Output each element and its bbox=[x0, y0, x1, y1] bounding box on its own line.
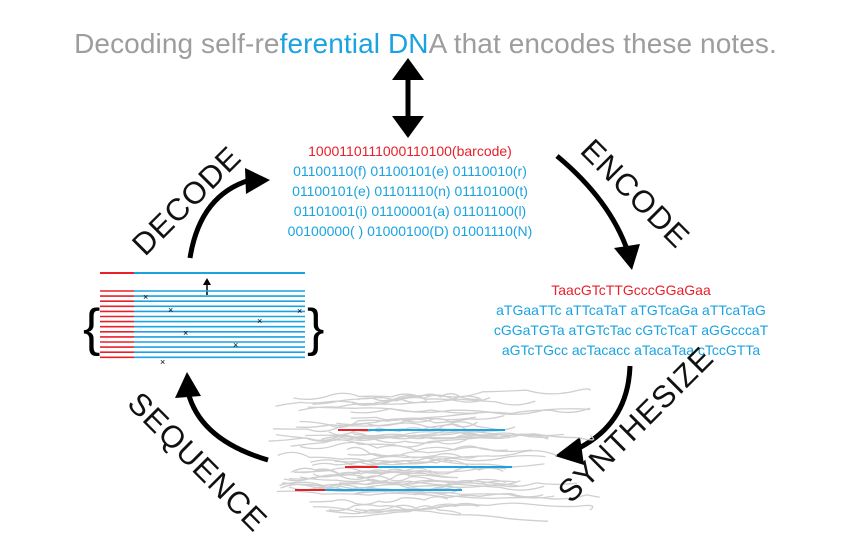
binary-line: 01100101(e) 01101110(n) 01110100(t) bbox=[292, 183, 528, 199]
oligo-strand bbox=[273, 412, 478, 433]
oligo-strand bbox=[294, 467, 507, 474]
oligo-strand bbox=[348, 449, 557, 467]
dna-barcode: TaacGTcTTGcccGGaGaa bbox=[551, 282, 711, 298]
oligo-strand bbox=[290, 467, 436, 482]
left-brace-icon: { bbox=[83, 299, 100, 357]
binary-line: 00100000( ) 01000100(D) 01001110(N) bbox=[287, 223, 533, 239]
oligo-strand bbox=[346, 446, 479, 459]
encode-arrow-icon bbox=[555, 154, 640, 270]
oligo-strand bbox=[276, 490, 555, 499]
oligo-strand bbox=[279, 481, 545, 491]
binary-barcode: 1000110111000110100(barcode) bbox=[308, 143, 512, 159]
oligo-strand bbox=[289, 480, 518, 491]
binary-line: 01100110(f) 01100101(e) 01110010(r) bbox=[293, 163, 527, 179]
title-prefix: Decoding self-re bbox=[74, 28, 280, 59]
sequencing-reads: × × × × × × × { } bbox=[83, 272, 324, 367]
oligo-strand bbox=[280, 483, 461, 495]
oligo-strand bbox=[354, 490, 600, 500]
dna-line: aTGaaTTc aTTcaTaT aTGTcaGa aTTcaTaG bbox=[496, 302, 766, 318]
dna-line: aGTcTGcc acTacacc aTacaTaa cTccGTTa bbox=[501, 342, 761, 358]
oligo-strand bbox=[275, 398, 428, 407]
oligo-strand bbox=[299, 476, 518, 487]
oligo-strand bbox=[350, 407, 591, 415]
error-mark-icon: × bbox=[297, 306, 302, 316]
error-mark-icon: × bbox=[160, 357, 165, 367]
oligo-strand bbox=[290, 435, 498, 448]
oligo-strand bbox=[312, 469, 459, 479]
title-suffix: A that encodes these notes. bbox=[428, 28, 777, 59]
oligo-strand bbox=[309, 496, 448, 506]
oligo-strand bbox=[350, 416, 503, 431]
oligo-strand bbox=[357, 393, 482, 402]
error-mark-icon: × bbox=[143, 292, 148, 302]
oligo-strand bbox=[299, 416, 477, 428]
oligo-strand bbox=[356, 466, 504, 479]
oligo-strand bbox=[325, 504, 462, 515]
oligo-strand bbox=[353, 431, 595, 441]
right-brace-icon: } bbox=[307, 299, 324, 357]
oligo-pool bbox=[268, 388, 600, 522]
synthesize-arrow-icon bbox=[555, 365, 633, 465]
error-mark-icon: × bbox=[257, 316, 262, 326]
oligo-strand bbox=[299, 441, 532, 453]
dna-block: TaacGTcTTGcccGGaGaa aTGaaTTc aTTcaTaT aT… bbox=[476, 280, 786, 360]
oligo-strand bbox=[347, 445, 508, 457]
dna-line: cGGaTGTa aTGTcTac cGTcTcaT aGGcccaT bbox=[493, 322, 769, 338]
error-mark-icon: × bbox=[168, 305, 173, 315]
binary-block: 1000110111000110100(barcode) 01100110(f)… bbox=[270, 141, 550, 241]
double-arrow-icon bbox=[392, 58, 424, 138]
oligo-strand bbox=[328, 502, 481, 512]
sequence-arrow-icon bbox=[175, 372, 269, 463]
up-arrow-icon bbox=[203, 278, 211, 295]
error-mark-icon: × bbox=[183, 328, 188, 338]
binary-line: 01101001(i) 01100001(a) 01101100(l) bbox=[293, 203, 527, 219]
error-mark-icon: × bbox=[233, 340, 238, 350]
title: Decoding self-referential DNA that encod… bbox=[0, 28, 851, 60]
oligo-strand bbox=[338, 504, 479, 518]
oligo-strand bbox=[293, 392, 491, 403]
decode-arrow-icon bbox=[187, 168, 270, 259]
title-highlight: ferential DN bbox=[279, 28, 429, 59]
oligo-strand bbox=[298, 398, 536, 412]
oligo-strand bbox=[312, 506, 549, 522]
oligo-strand bbox=[351, 388, 591, 406]
oligo-strand bbox=[277, 451, 469, 467]
oligo-strand bbox=[283, 472, 455, 483]
